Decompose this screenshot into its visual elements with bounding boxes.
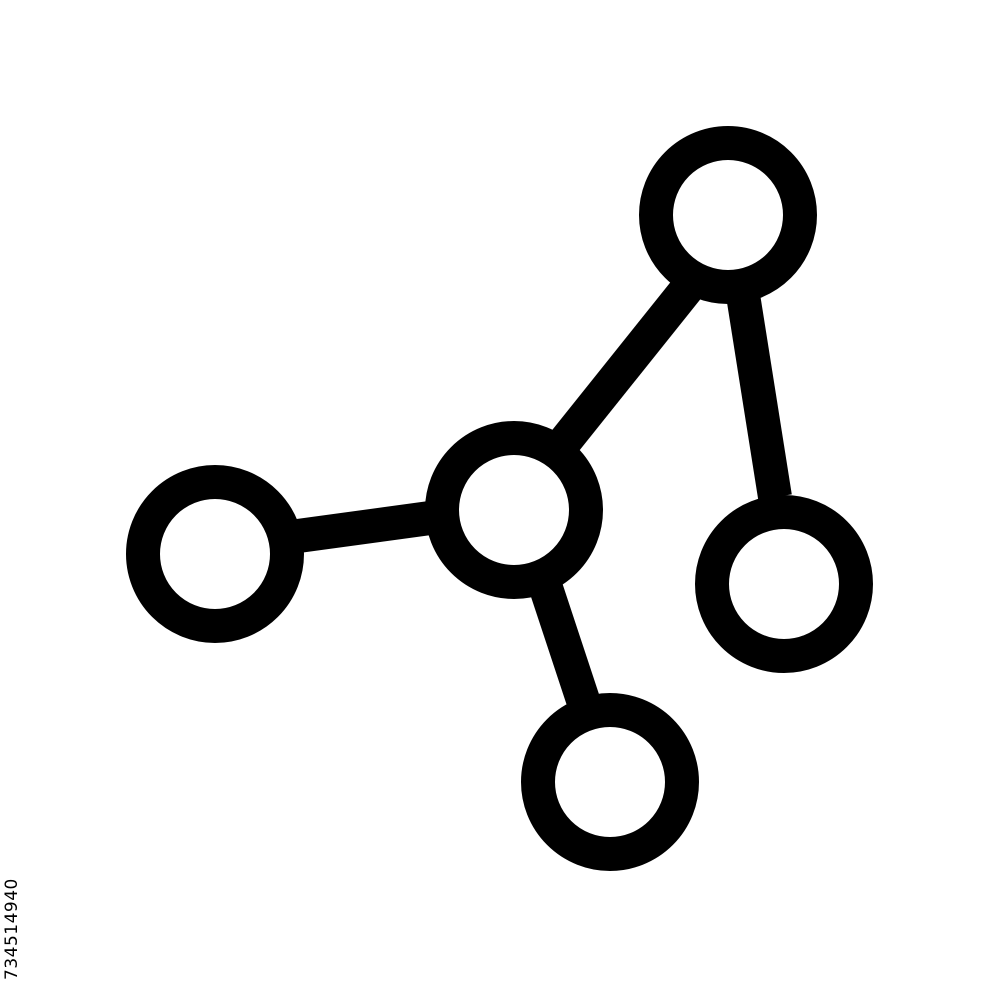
node-right: [695, 495, 873, 673]
network-nodes: [126, 126, 873, 871]
node-left: [126, 465, 304, 643]
node-bottom: [521, 693, 699, 871]
stock-id-text: 734514940: [2, 878, 22, 980]
node-top-right: [639, 126, 817, 304]
edge-center-to-left: [295, 501, 433, 553]
edge-center-to-top-right: [544, 274, 704, 461]
edge-top-right-to-right: [726, 292, 792, 500]
edge-center-to-bottom: [528, 579, 600, 706]
network-edges: [295, 274, 792, 706]
node-center: [425, 421, 603, 599]
